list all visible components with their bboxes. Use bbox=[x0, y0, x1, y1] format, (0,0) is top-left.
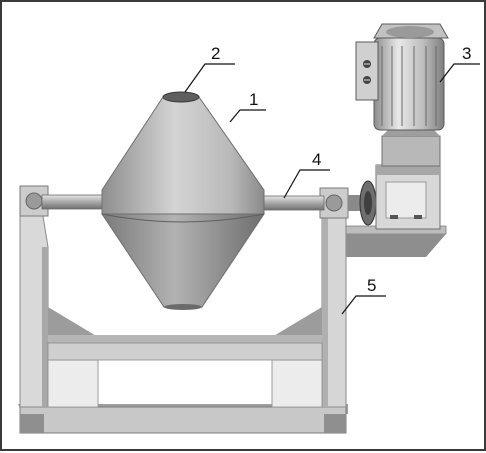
vessel-lower-cone bbox=[101, 213, 265, 308]
leader-1 bbox=[229, 109, 266, 123]
support-frame bbox=[18, 185, 349, 434]
callout-leaders bbox=[184, 63, 480, 315]
electric-motor bbox=[373, 37, 445, 131]
callout-3: 3 bbox=[462, 44, 471, 63]
callout-1: 1 bbox=[249, 90, 258, 109]
leader-4 bbox=[283, 169, 330, 199]
drive-unit bbox=[355, 23, 449, 230]
leader-3 bbox=[439, 63, 480, 83]
frame-base-front bbox=[19, 406, 347, 434]
motor-terminal-box bbox=[355, 41, 379, 101]
callout-5: 5 bbox=[367, 276, 376, 295]
double-cone-vessel bbox=[101, 91, 265, 310]
vessel-upper-cone bbox=[101, 96, 265, 215]
motor-mount-plate bbox=[345, 225, 447, 257]
callout-labels: 1 2 3 4 5 bbox=[211, 44, 471, 295]
vessel-inlet-hatch bbox=[162, 91, 200, 103]
callout-2: 2 bbox=[211, 44, 220, 63]
leader-2 bbox=[184, 63, 235, 93]
leader-5 bbox=[341, 295, 386, 315]
callout-4: 4 bbox=[312, 150, 321, 169]
rotation-shaft bbox=[41, 180, 377, 226]
frame-cross-beam bbox=[48, 335, 322, 343]
